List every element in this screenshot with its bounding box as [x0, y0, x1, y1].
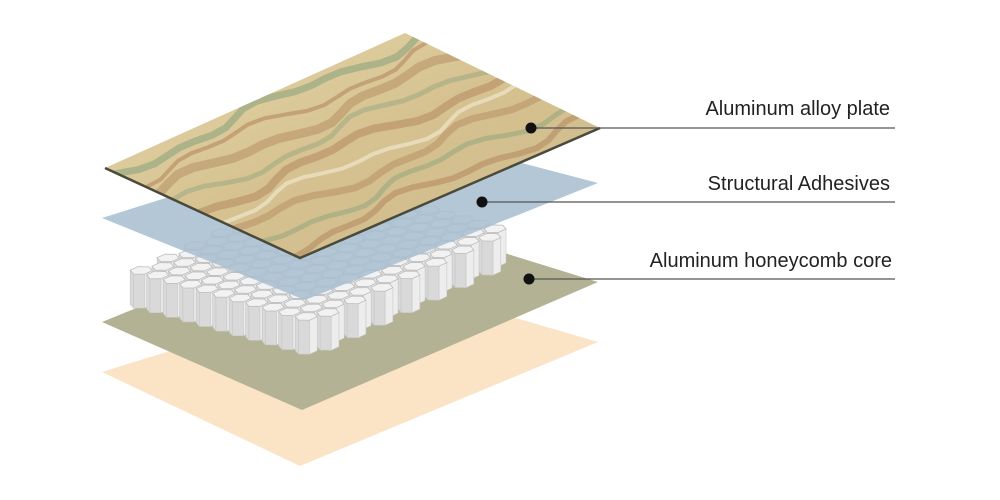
- honeycomb-cell: [478, 233, 502, 276]
- honeycomb-cell: [424, 258, 448, 301]
- callout-plate: Aluminum alloy plate: [525, 98, 895, 134]
- honeycomb-cell: [294, 312, 318, 355]
- label-aluminum-alloy-plate: Aluminum alloy plate: [705, 98, 890, 120]
- honeycomb-cell: [451, 245, 475, 289]
- aluminum-alloy-plate: [104, 33, 601, 260]
- honeycomb-cell: [245, 298, 269, 342]
- callout-dot-plate: [525, 122, 537, 134]
- honeycomb-cell: [343, 295, 367, 339]
- callout-dot-adhesive: [476, 196, 488, 208]
- callout-dot-core: [523, 273, 535, 285]
- label-aluminum-honeycomb-core: Aluminum honeycomb core: [650, 250, 892, 272]
- honeycomb-cell: [370, 283, 394, 326]
- callout-adhesive: Structural Adhesives: [476, 173, 895, 208]
- honeycomb-cell: [316, 308, 340, 351]
- honeycomb-cell: [397, 270, 421, 314]
- callout-core: Aluminum honeycomb core: [523, 250, 895, 285]
- label-structural-adhesives: Structural Adhesives: [708, 173, 890, 195]
